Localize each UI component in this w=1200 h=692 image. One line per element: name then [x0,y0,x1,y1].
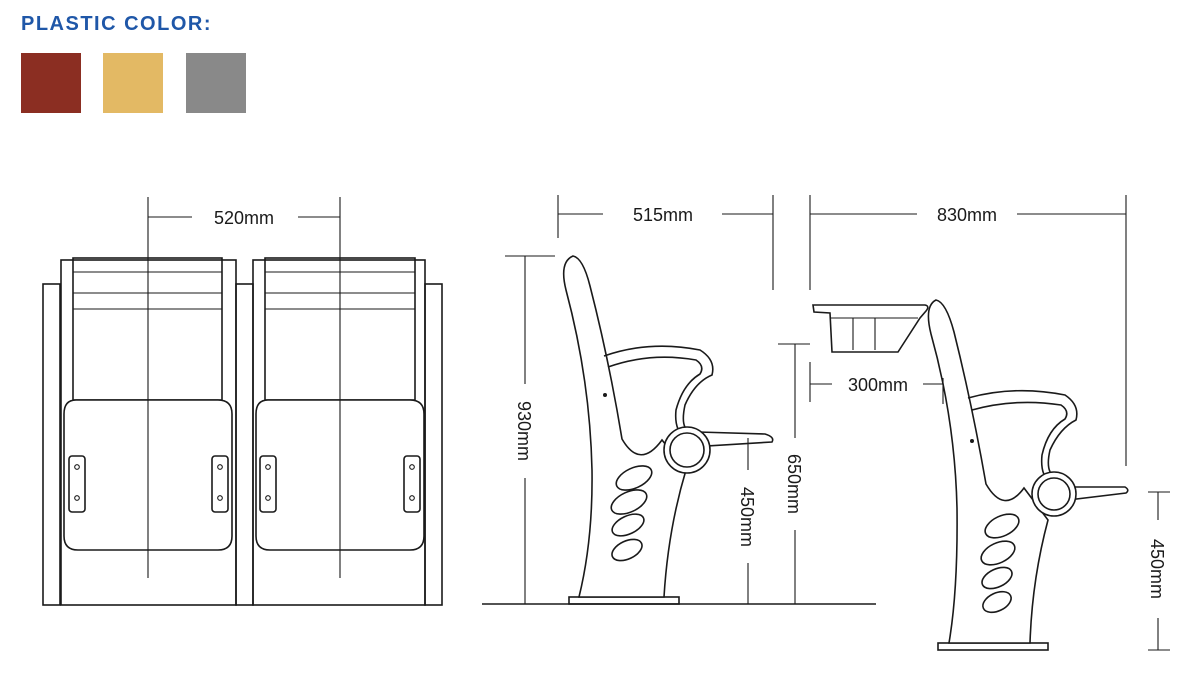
plastic-color-title: PLASTIC COLOR: [21,13,212,35]
left-outer-post [42,283,61,606]
front-chair-right [252,257,426,606]
dim-table-height: 650mm [784,454,804,514]
swatch-red [21,53,81,113]
side-base-plate [568,596,680,605]
side-view: 515mm 930mm 450mm 650mm [482,195,876,605]
dim-side-seat-height: 450mm [737,487,757,547]
dim-table-width: 300mm [848,375,908,395]
right-outer-post [424,283,443,606]
swatch-gray [186,53,246,113]
dim-table-depth: 830mm [937,205,997,225]
front-view: 520mm [42,197,443,606]
dim-side-depth: 515mm [633,205,693,225]
dim-table-seat-height: 450mm [1147,539,1167,599]
center-post [235,283,254,606]
dim-side-height: 930mm [514,401,534,461]
table-side-view: 830mm 300mm 450mm [809,195,1170,651]
dim-front-width: 520mm [214,208,274,228]
swatch-yellow [103,53,163,113]
table-base-plate [937,642,1049,651]
